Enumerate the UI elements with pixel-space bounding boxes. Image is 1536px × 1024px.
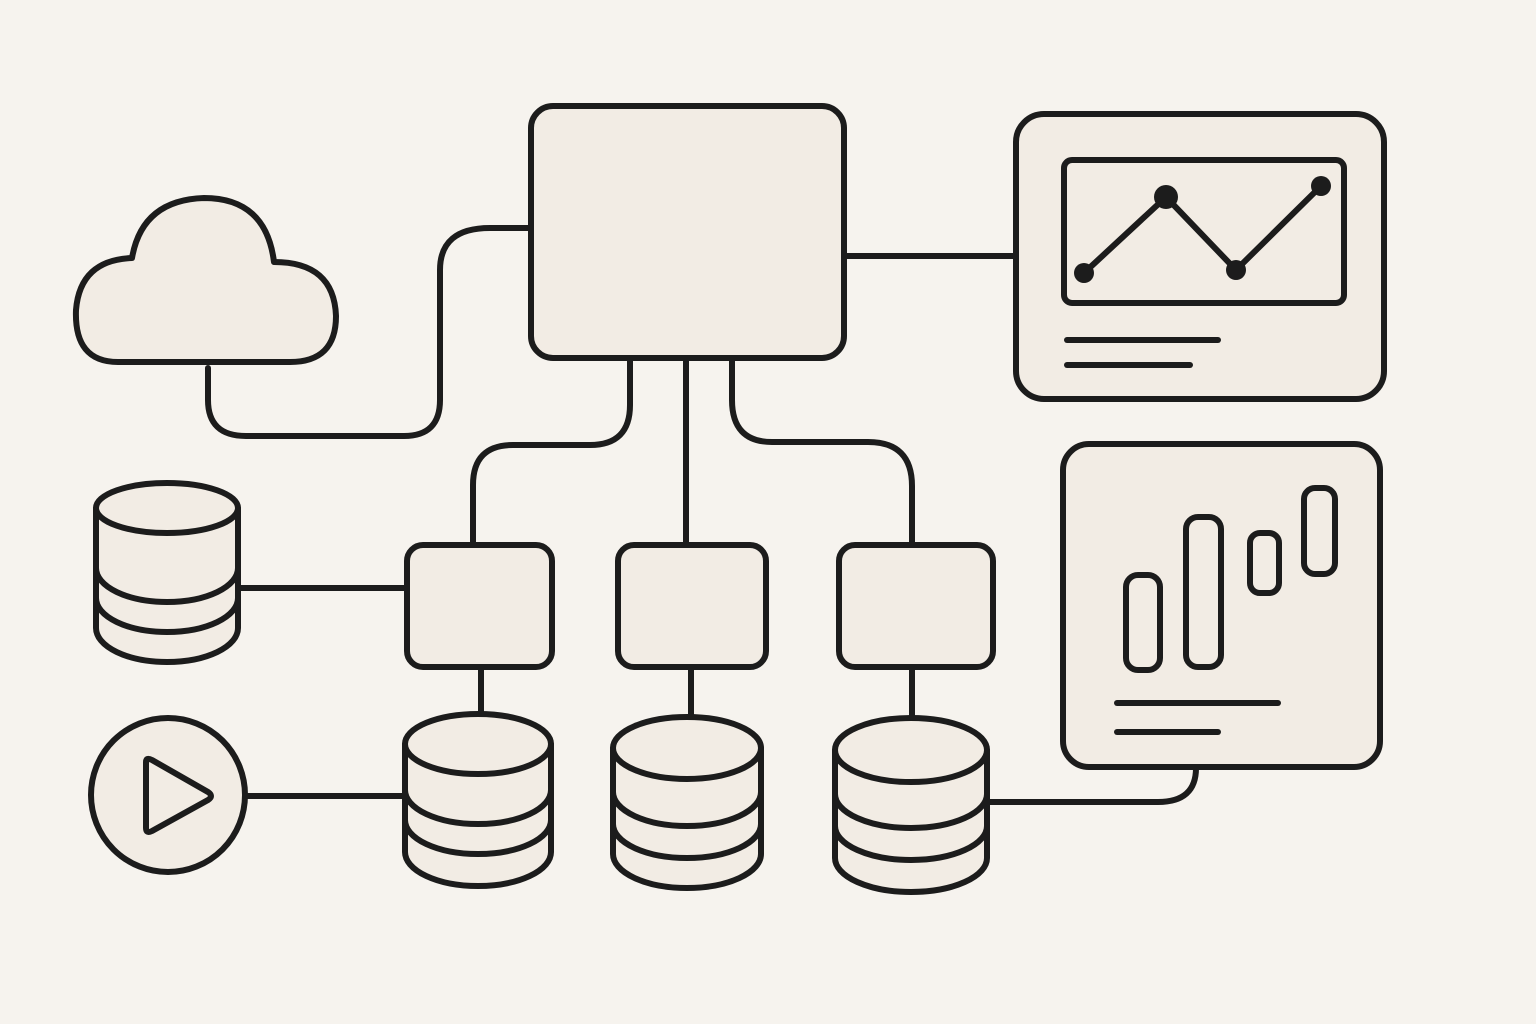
database-icon-1 (402, 711, 554, 889)
bar-chart-panel (1060, 441, 1383, 770)
bar-chart-bar-1 (1123, 572, 1163, 673)
database-icon-left (93, 480, 241, 665)
line-chart-series (1081, 183, 1324, 276)
cloud-icon (72, 195, 339, 365)
line-chart-panel (1013, 111, 1387, 402)
edge-central-to-service-1 (470, 355, 633, 548)
service-box-3 (836, 542, 996, 670)
line-chart-point-3 (1226, 260, 1246, 280)
database-icon-2 (610, 714, 764, 891)
edge-central-to-service-3 (729, 355, 915, 548)
database-icon-3 (832, 715, 990, 895)
service-box-1 (404, 542, 555, 670)
line-chart-screen (1061, 157, 1347, 306)
line-chart-point-4 (1311, 176, 1331, 196)
connectors (205, 225, 1199, 805)
bar-chart-bar-4 (1301, 485, 1338, 577)
central-server-box (528, 103, 847, 361)
service-box-2 (615, 542, 769, 670)
edge-db-3-to-bar-chart (985, 765, 1199, 805)
bar-chart-bar-2 (1183, 514, 1224, 670)
line-chart-point-1 (1074, 263, 1094, 283)
line-chart-point-2 (1154, 185, 1178, 209)
bar-chart-bar-3 (1247, 530, 1282, 596)
play-icon (88, 715, 248, 875)
edge-cloud-to-central (205, 225, 533, 439)
